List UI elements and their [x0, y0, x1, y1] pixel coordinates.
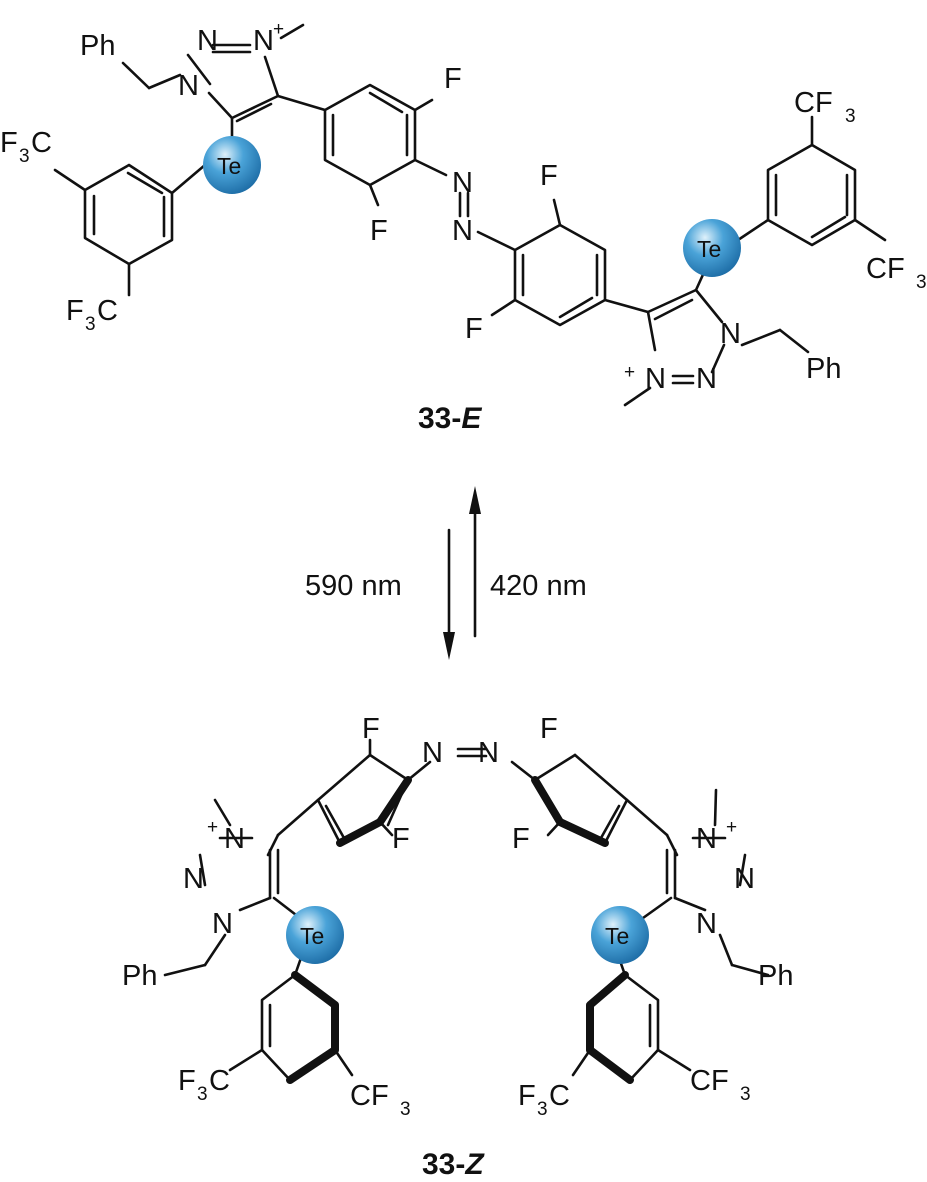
svg-text:3: 3: [19, 146, 30, 167]
e-n3-right-label: N: [645, 363, 666, 395]
svg-text:C: C: [31, 127, 52, 159]
svg-text:CF: CF: [690, 1065, 729, 1097]
z-right-triazolium-ring: [641, 788, 770, 977]
z-cf3-right-outer: CF 3: [690, 1065, 751, 1105]
z-plus-charge-right: +: [726, 817, 737, 838]
svg-text:Te: Te: [300, 923, 324, 949]
z-right-bis-cf3-phenyl: [571, 953, 692, 1084]
z-ph-left-label: Ph: [122, 960, 157, 992]
svg-text:Te: Te: [217, 153, 241, 179]
e-f-label-3: F: [540, 160, 558, 192]
e-cf3-bottom-left: F 3 C: [66, 295, 118, 335]
z-f-label-1: F: [362, 713, 380, 745]
svg-text:3: 3: [400, 1099, 411, 1120]
z-f-label-2: F: [392, 823, 410, 855]
reverse-wavelength-label: 420 nm: [490, 570, 587, 602]
e-n1-label: N: [178, 70, 199, 102]
compound-label-33-e: 33-E: [418, 402, 482, 435]
compound-label-33-z: 33-Z: [422, 1148, 485, 1181]
e-azo-n2-label: N: [452, 215, 473, 247]
svg-text:C: C: [97, 295, 118, 327]
z-n1-right-label: N: [696, 908, 717, 940]
svg-text:3: 3: [740, 1084, 751, 1105]
e-difluorophenyl-1: [323, 83, 448, 207]
e-ph-left-label: Ph: [80, 30, 115, 62]
svg-text:C: C: [209, 1065, 230, 1097]
e-azo-bridge: [458, 191, 517, 252]
z-n2-right-label: N: [734, 863, 755, 895]
e-f-label-4: F: [465, 313, 483, 345]
z-left-bis-cf3-phenyl: [228, 953, 354, 1084]
e-n3-label: N: [253, 25, 274, 57]
svg-text:CF: CF: [350, 1080, 389, 1112]
z-azo-n1-label: N: [422, 737, 443, 769]
z-te-sphere-left: Te: [286, 906, 344, 964]
z-n3-right-label: N: [696, 823, 717, 855]
z-cf3-left-outer: F 3 C: [178, 1065, 230, 1105]
arrowhead-down: [443, 632, 455, 660]
z-left-difluorophenyl: [276, 738, 412, 847]
e-f-label-1: F: [444, 63, 462, 95]
e-f-label-2: F: [370, 215, 388, 247]
e-cf3-bottom-right: CF 3: [866, 253, 927, 293]
z-ph-right-label: Ph: [758, 960, 793, 992]
z-cf3-left-inner: CF 3: [350, 1080, 411, 1120]
e-ph-right-label: Ph: [806, 353, 841, 385]
e-n1-right-label: N: [720, 318, 741, 350]
z-n3-left-label: N: [224, 823, 245, 855]
e-left-bis-cf3-phenyl: [53, 163, 207, 297]
z-azo-bridge: [406, 747, 537, 782]
svg-text:Te: Te: [605, 923, 629, 949]
svg-text:33-Z: 33-Z: [422, 1148, 485, 1181]
svg-text:3: 3: [197, 1084, 208, 1105]
e-right-bis-cf3-phenyl: [736, 115, 887, 247]
e-azo-n1-label: N: [452, 167, 473, 199]
svg-text:Te: Te: [697, 236, 721, 262]
z-te-sphere-right: Te: [591, 906, 649, 964]
molecule-33-e: [53, 23, 887, 407]
e-te-sphere-right: Te: [683, 219, 741, 277]
e-cf3-top-left: F 3 C: [0, 127, 52, 167]
svg-text:F: F: [66, 295, 84, 327]
e-plus-charge-right: +: [624, 362, 635, 383]
e-n2-label: N: [197, 25, 218, 57]
z-cf3-right-inner: F 3 C: [518, 1080, 570, 1120]
z-right-difluorophenyl: [531, 753, 669, 847]
z-n1-left-label: N: [212, 908, 233, 940]
svg-text:3: 3: [845, 106, 856, 127]
svg-text:F: F: [518, 1080, 536, 1112]
svg-text:CF: CF: [866, 253, 905, 285]
z-azo-n2-label: N: [478, 737, 499, 769]
molecule-33-z: [163, 738, 770, 1084]
z-f-label-4: F: [512, 823, 530, 855]
svg-text:3: 3: [916, 272, 927, 293]
svg-text:33-E: 33-E: [418, 402, 482, 435]
e-plus-charge: +: [273, 19, 284, 40]
svg-text:F: F: [0, 127, 18, 159]
arrowhead-up: [469, 486, 481, 514]
z-plus-charge-left: +: [207, 817, 218, 838]
equilibrium-arrows: [443, 486, 481, 660]
svg-text:3: 3: [85, 314, 96, 335]
z-n2-left-label: N: [183, 863, 204, 895]
e-left-triazolium-ring: [121, 23, 327, 145]
forward-wavelength-label: 590 nm: [305, 570, 402, 602]
svg-text:C: C: [549, 1080, 570, 1112]
svg-text:F: F: [178, 1065, 196, 1097]
e-n2-right-label: N: [696, 363, 717, 395]
e-difluorophenyl-2: [490, 198, 650, 327]
svg-text:CF: CF: [794, 87, 833, 119]
z-f-label-3: F: [540, 713, 558, 745]
e-te-sphere-left: Te: [203, 136, 261, 194]
svg-text:3: 3: [537, 1099, 548, 1120]
e-cf3-top-right: CF 3: [794, 87, 856, 127]
